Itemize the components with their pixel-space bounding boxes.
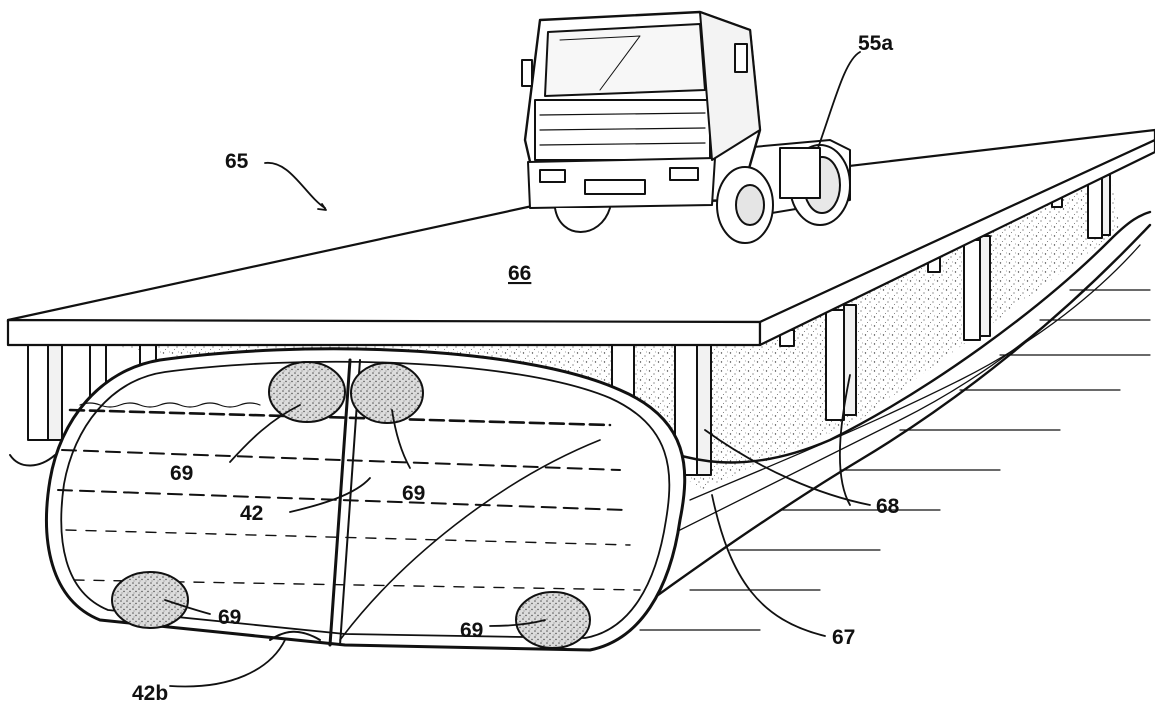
- label-42b: 42b: [132, 682, 168, 705]
- ballast-fill: [110, 170, 1120, 490]
- label-69-bottom-right: 69: [460, 619, 483, 642]
- label-66: 66: [508, 262, 531, 285]
- label-69-top-right: 69: [402, 482, 425, 505]
- label-68: 68: [876, 495, 900, 518]
- leader-lines: [164, 51, 871, 688]
- label-67: 67: [832, 626, 855, 649]
- water-levels: [57, 402, 641, 591]
- label-42: 42: [240, 502, 263, 525]
- water-lines: [639, 289, 1151, 631]
- float-bodies: [111, 361, 591, 649]
- truck: [521, 10, 851, 244]
- label-65: 65: [225, 150, 249, 173]
- label-69-bottom-left: 69: [218, 606, 241, 629]
- label-69-top-left: 69: [170, 462, 193, 485]
- reference-labels: 65 55a 66 69 69 42 68 69 69 67 42b: [132, 32, 900, 705]
- label-55a: 55a: [858, 32, 893, 55]
